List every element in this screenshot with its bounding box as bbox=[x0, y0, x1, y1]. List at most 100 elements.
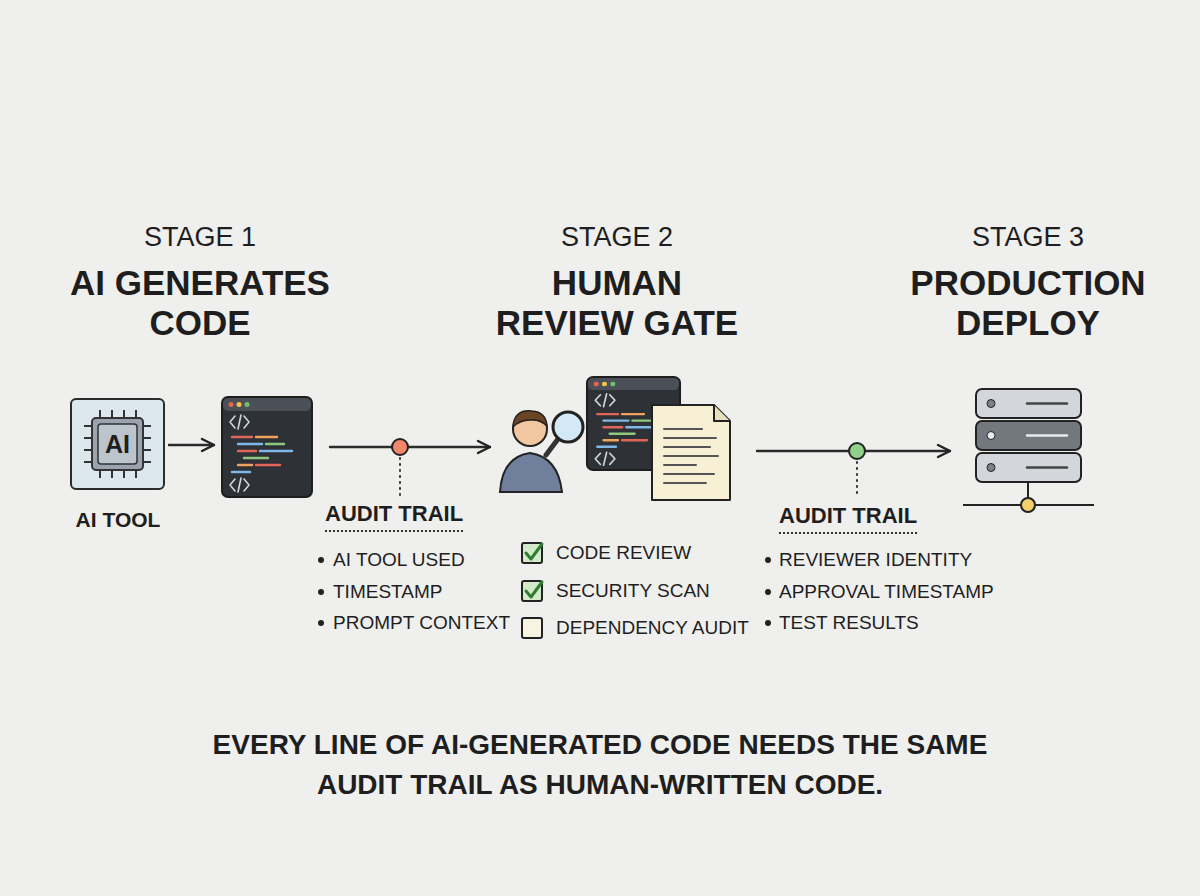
window-frame bbox=[222, 397, 312, 497]
flow-arrow bbox=[169, 444, 214, 446]
server-light bbox=[987, 400, 995, 408]
network-node bbox=[1021, 498, 1035, 512]
bullet bbox=[318, 589, 324, 595]
magnifier-lens bbox=[553, 412, 583, 442]
server-stage: STAGE 3PRODUCTION DEPLOY bbox=[975, 388, 1082, 483]
checklist-item: DEPENDENCY AUDIT bbox=[556, 617, 749, 639]
bullet bbox=[318, 620, 324, 626]
code-line bbox=[238, 443, 262, 446]
audit-dot bbox=[849, 443, 865, 459]
tool-label: AI TOOL bbox=[63, 508, 173, 532]
checklist-item: CODE REVIEW bbox=[556, 542, 691, 564]
code-line bbox=[622, 439, 647, 441]
window-dot bbox=[594, 382, 599, 387]
check-mark bbox=[526, 582, 542, 597]
stage-number: STAGE 3 bbox=[878, 222, 1178, 252]
audit-heading: AUDIT TRAIL bbox=[779, 503, 917, 534]
code-line bbox=[232, 436, 252, 439]
title-bar bbox=[588, 378, 679, 390]
chip-pin bbox=[143, 449, 151, 451]
bullet bbox=[318, 557, 324, 563]
audit-item: APPROVAL TIMESTAMP bbox=[779, 581, 994, 603]
stage-number: STAGE 2 bbox=[487, 222, 747, 252]
code-line bbox=[622, 413, 644, 415]
checkbox bbox=[522, 543, 542, 563]
leader-line bbox=[856, 462, 858, 497]
review-stage: STAGE 2HUMAN REVIEW GATE bbox=[500, 377, 730, 500]
node-illustration bbox=[500, 377, 730, 500]
server-stem bbox=[1027, 483, 1029, 498]
code-glyph bbox=[595, 394, 615, 407]
code-line bbox=[266, 443, 284, 446]
tool-mark: AI bbox=[70, 398, 165, 490]
audit-item: AI TOOL USED bbox=[333, 549, 465, 571]
node-illustration bbox=[222, 397, 312, 497]
ai-tool-box: AIAI TOOL bbox=[70, 398, 165, 490]
chip-pin bbox=[143, 461, 151, 463]
person-body bbox=[500, 453, 562, 492]
chip-pin bbox=[143, 425, 151, 427]
code-line bbox=[238, 464, 252, 467]
code-window-stage: STAGE 1AI GENERATES CODE bbox=[222, 397, 312, 497]
window-dot bbox=[245, 402, 250, 407]
chip-pin bbox=[143, 437, 151, 439]
code-line bbox=[260, 450, 292, 453]
network-line bbox=[963, 504, 1094, 506]
code-line bbox=[238, 450, 256, 453]
check-mark bbox=[526, 544, 542, 559]
chip-pin bbox=[84, 425, 92, 427]
checkbox bbox=[522, 581, 542, 601]
title-bar bbox=[223, 398, 311, 411]
document-line bbox=[664, 473, 714, 475]
flow-arrow bbox=[330, 446, 490, 448]
window-dot bbox=[229, 402, 234, 407]
stage-title: AI GENERATES CODE bbox=[40, 263, 360, 343]
stage-title: HUMAN REVIEW GATE bbox=[487, 263, 747, 343]
checklist-item: SECURITY SCAN bbox=[556, 580, 710, 602]
audit-item: REVIEWER IDENTITY bbox=[779, 549, 972, 571]
chip-pin bbox=[84, 437, 92, 439]
server-light bbox=[987, 464, 995, 472]
window-dot bbox=[602, 382, 607, 387]
document-line bbox=[664, 437, 716, 439]
code-line bbox=[604, 439, 618, 441]
node-illustration bbox=[975, 388, 1082, 483]
code-line bbox=[256, 464, 280, 467]
code-glyph bbox=[595, 452, 615, 465]
audit-item: TEST RESULTS bbox=[779, 612, 919, 634]
server-slot bbox=[1027, 434, 1067, 437]
server-slot bbox=[1027, 402, 1067, 405]
code-line bbox=[244, 457, 268, 460]
checkbox bbox=[522, 618, 542, 638]
code-glyph bbox=[230, 415, 249, 429]
window-dot bbox=[237, 402, 242, 407]
stage-number: STAGE 1 bbox=[40, 222, 360, 252]
document-line bbox=[664, 455, 718, 457]
document-line bbox=[664, 482, 706, 484]
document-line bbox=[664, 446, 710, 448]
document-fold bbox=[714, 405, 730, 421]
chip-pin bbox=[135, 410, 137, 418]
server-slot bbox=[1027, 466, 1067, 469]
document-line bbox=[664, 428, 702, 430]
window-dot bbox=[610, 382, 615, 387]
chip-pin bbox=[99, 470, 101, 478]
code-line bbox=[232, 471, 250, 474]
chip-pin bbox=[135, 470, 137, 478]
flow-arrow bbox=[757, 450, 950, 452]
stage-title: PRODUCTION DEPLOY bbox=[878, 263, 1178, 343]
document-sheet bbox=[652, 405, 730, 500]
audit-heading: AUDIT TRAIL bbox=[325, 501, 463, 532]
tool-frame bbox=[71, 399, 164, 489]
person-hair bbox=[513, 411, 547, 427]
code-line bbox=[597, 446, 616, 448]
chip-pin bbox=[84, 449, 92, 451]
audit-item: PROMPT CONTEXT bbox=[333, 612, 510, 634]
chip-pin bbox=[99, 410, 101, 418]
audit-item: TIMESTAMP bbox=[333, 581, 442, 603]
bullet bbox=[765, 620, 771, 626]
code-line bbox=[632, 420, 651, 422]
